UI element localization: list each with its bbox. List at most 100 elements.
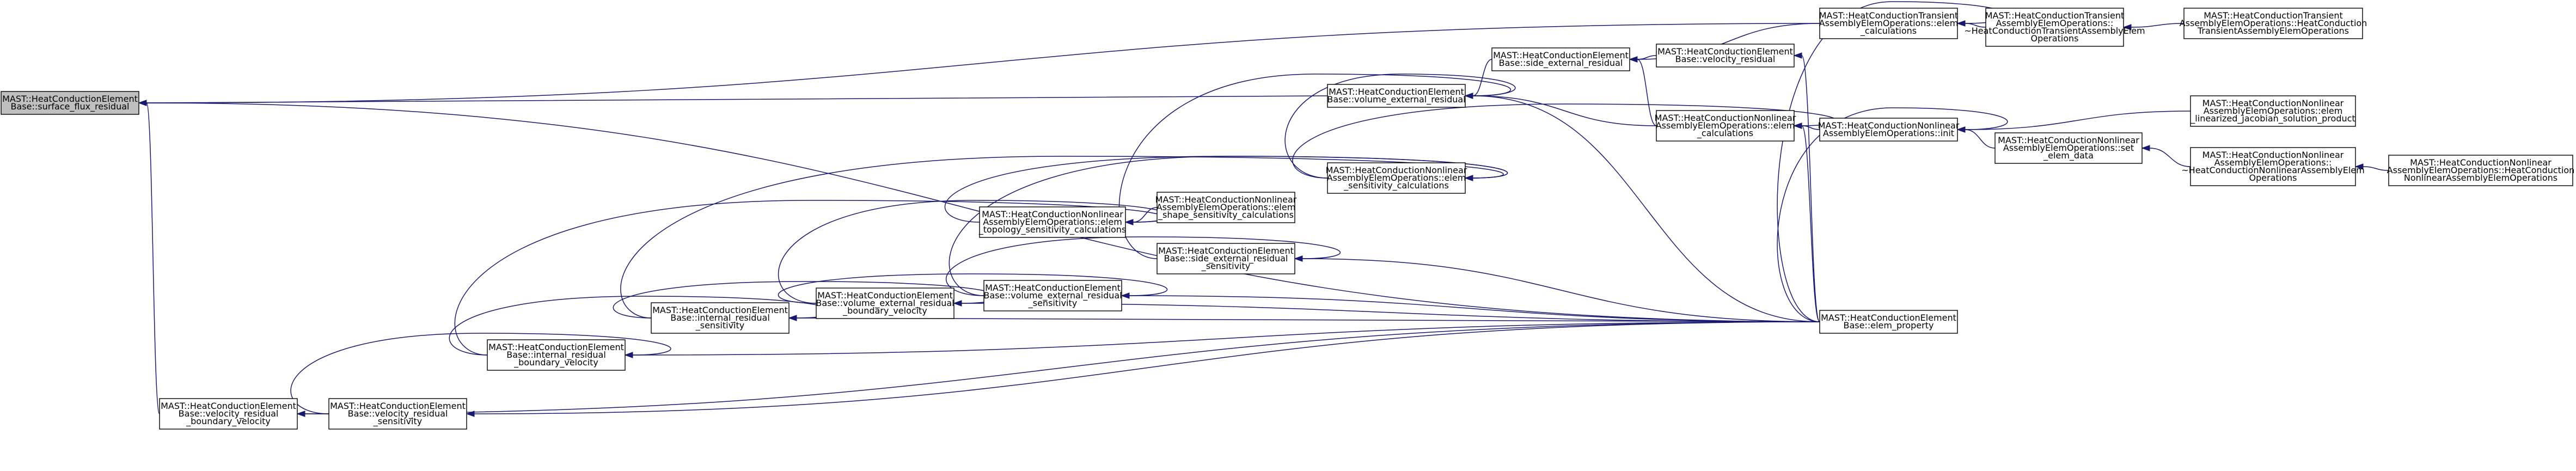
node-box	[1656, 44, 1795, 68]
graph-node[interactable]: MAST::HeatConductionTransientAssemblyEle…	[2180, 8, 2367, 39]
node-label-line: Base::internal_residual	[506, 350, 606, 360]
node-box	[2388, 155, 2573, 186]
node-label-line: MAST::HeatConductionElement	[1657, 46, 1793, 57]
graph-node[interactable]: MAST::HeatConductionElementBase::surface…	[1, 91, 139, 115]
node-label-line: ~HeatConductionNonlinearAssemblyElem	[2181, 165, 2364, 175]
arrowhead-n21-n19	[788, 315, 797, 321]
graph-node[interactable]: MAST::HeatConductionElementBase::interna…	[651, 302, 790, 334]
graph-node[interactable]: MAST::HeatConductionElementBase::side_ex…	[1157, 243, 1295, 274]
edge-n23-n20	[290, 333, 671, 414]
node-label-line: _sensitivity	[1028, 298, 1077, 309]
node-label-line: Base::velocity_residual	[179, 408, 279, 419]
node-label-line: _boundary_velocity	[186, 416, 271, 427]
arrowhead-n21-n17	[1121, 292, 1130, 299]
node-box	[1157, 243, 1295, 274]
node-label-line: Base::elem_property	[1844, 320, 1934, 331]
node-label-line: _sensitivity	[695, 320, 744, 331]
node-label-line: _sensitivity	[1201, 261, 1250, 272]
node-label-line: AssemblyElemOperations::set	[2003, 143, 2134, 153]
node-layer: MAST::HeatConductionElementBase::surface…	[1, 8, 2575, 430]
graph-node[interactable]: MAST::HeatConductionNonlinearAssemblyEle…	[1326, 162, 1467, 194]
graph-node[interactable]: MAST::HeatConductionNonlinearAssemblyEle…	[1818, 118, 1960, 142]
node-label-line: MAST::HeatConductionElement	[2, 94, 138, 104]
node-label-line: Base::internal_residual	[670, 313, 770, 323]
edge-n21-n20	[632, 321, 1820, 356]
node-label-line: Base::velocity_residual	[1675, 54, 1776, 65]
node-label-line: MAST::HeatConductionElement	[488, 342, 624, 352]
node-label-line: Base::side_external_residual	[1499, 58, 1623, 69]
node-label-line: _sensitivity_calculations	[1343, 180, 1449, 191]
edge-n10-n8	[1965, 111, 2191, 130]
node-label-line: Base::velocity_residual	[348, 408, 448, 419]
root-node-box	[1, 91, 139, 115]
node-box	[328, 398, 467, 430]
arrowhead-n11-n9	[2141, 145, 2150, 151]
node-label-line: _linearized_jacobian_solution_product	[2190, 113, 2355, 124]
arrowhead-n19-n13	[1464, 175, 1473, 181]
node-label-line: Base::volume_external_residual	[816, 298, 954, 309]
edge-n3-n0	[146, 23, 1820, 103]
node-label-line: MAST::HeatConductionTransient	[1819, 10, 1958, 21]
graph-node[interactable]: MAST::HeatConductionElementBase::velocit…	[328, 398, 467, 430]
node-label-line: TransientAssemblyElemOperations	[2197, 26, 2349, 36]
graph-node[interactable]: MAST::HeatConductionElementBase::side_ex…	[1491, 47, 1630, 71]
arrowhead-n12-n11	[2354, 163, 2364, 170]
node-label-line: _calculations	[1697, 128, 1753, 139]
edge-n6-n2	[1637, 55, 1657, 60]
graph-node[interactable]: MAST::HeatConductionTransientAssemblyEle…	[1819, 8, 1959, 39]
node-label-line: AssemblyElemOperations::elem	[1819, 18, 1959, 28]
node-label-line: Base::volume_external_residual	[1327, 94, 1465, 105]
graph-node[interactable]: MAST::HeatConductionElementBase::volume_…	[816, 288, 954, 319]
node-label-line: MAST::HeatConductionTransient	[1985, 10, 2124, 21]
edge-n7-n1	[1472, 95, 1657, 126]
node-box	[1656, 110, 1795, 142]
node-box	[159, 398, 298, 430]
node-label-line: Base::surface_flux_residual	[11, 101, 130, 112]
node-box	[1491, 47, 1630, 71]
node-label-line: AssemblyElemOperations::init	[1823, 128, 1954, 138]
graph-node[interactable]: MAST::HeatConductionNonlinearAssemblyEle…	[1994, 132, 2143, 164]
edge-n18-n17	[778, 273, 1168, 304]
graph-node[interactable]: MAST::HeatConductionElementBase::elem_pr…	[1819, 310, 1958, 334]
node-box	[487, 339, 626, 371]
edge-n21-n16	[1302, 258, 1820, 322]
edge-n19-n13	[620, 156, 1504, 319]
edge-n21-n6	[1801, 55, 1820, 322]
graph-node[interactable]: MAST::HeatConductionNonlinearAssemblyEle…	[1655, 110, 1796, 142]
graph-node[interactable]: MAST::HeatConductionNonlinearAssemblyEle…	[2181, 147, 2365, 186]
graph-node[interactable]: MAST::HeatConductionElementBase::velocit…	[159, 398, 298, 430]
node-label-line: Base::volume_external_residual	[983, 290, 1122, 301]
arrowhead-n20-n14	[1124, 219, 1134, 225]
node-label-line: _topology_sensitivity_calculations	[978, 224, 1127, 235]
arrowhead-n7-n2	[1629, 56, 1638, 63]
node-label-line: _calculations	[1860, 26, 1917, 36]
graph-node[interactable]: MAST::HeatConductionNonlinearAssemblyEle…	[978, 206, 1127, 238]
node-box	[983, 280, 1122, 311]
graph-node[interactable]: MAST::HeatConductionElementBase::volume_…	[983, 280, 1122, 311]
node-label-line: _sensitivity	[373, 416, 422, 427]
node-box	[1327, 84, 1466, 108]
node-label-line: AssemblyElemOperations::	[2214, 157, 2332, 168]
graph-node[interactable]: MAST::HeatConductionNonlinearAssemblyEle…	[1155, 192, 1297, 223]
node-label-line: AssemblyElemOperations::elem	[2204, 106, 2343, 116]
node-label-line: MAST::HeatConductionNonlinear	[1326, 165, 1467, 175]
graph-node[interactable]: MAST::HeatConductionNonlinearAssemblyEle…	[2387, 155, 2575, 186]
node-label-line: AssemblyElemOperations::	[1996, 18, 2114, 28]
arrowhead-n21-n1	[1464, 93, 1473, 99]
graph-node[interactable]: MAST::HeatConductionElementBase::interna…	[487, 339, 626, 371]
node-label-line: MAST::HeatConductionElement	[1329, 87, 1464, 97]
edge-n21-n3	[1777, 1, 2008, 322]
edge-n21-n23	[474, 321, 1820, 414]
graph-node[interactable]: MAST::HeatConductionNonlinearAssemblyEle…	[2190, 95, 2356, 127]
edge-n21-n22	[304, 321, 1820, 414]
arrowhead-n21-n6	[1793, 52, 1802, 59]
graph-node[interactable]: MAST::HeatConductionElementBase::volume_…	[1327, 84, 1466, 108]
arrowhead-n21-n3	[1956, 20, 1966, 27]
node-box	[1819, 310, 1958, 334]
edge-n9-n8	[1965, 129, 1996, 149]
node-label-line: MAST::HeatConductionNonlinear	[982, 209, 1123, 219]
node-label-line: MAST::HeatConductionNonlinear	[1655, 113, 1796, 123]
graph-node[interactable]: MAST::HeatConductionElementBase::velocit…	[1656, 44, 1795, 68]
graph-node[interactable]: MAST::HeatConductionTransientAssemblyEle…	[1964, 8, 2145, 47]
